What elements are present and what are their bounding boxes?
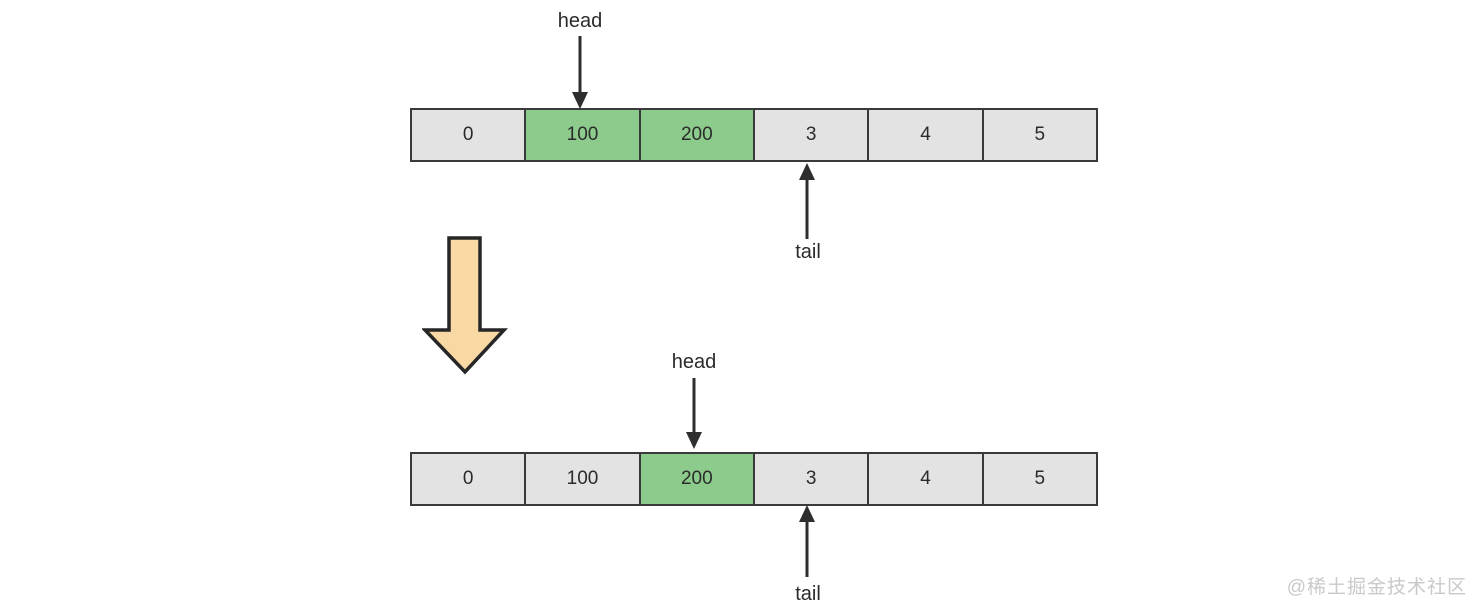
array-cell-highlighted: 200	[640, 110, 755, 160]
array-cell: 4	[869, 454, 984, 504]
tail-arrow-after	[799, 505, 815, 577]
tail-label-before: tail	[795, 241, 821, 263]
array-cell: 5	[983, 454, 1096, 504]
transition-arrow-icon	[422, 236, 508, 375]
head-label-before: head	[557, 10, 603, 32]
array-cell: 100	[526, 454, 641, 504]
array-cell: 3	[754, 454, 870, 504]
array-cell: 5	[983, 110, 1096, 160]
array-cell: 0	[412, 454, 527, 504]
array-cell-highlighted: 200	[640, 454, 755, 504]
tail-arrow-before	[799, 163, 815, 239]
head-label-after: head	[671, 351, 717, 373]
tail-label-after: tail	[795, 583, 821, 605]
array-cell-highlighted: 100	[526, 110, 641, 160]
array-cell: 0	[412, 110, 527, 160]
watermark: @稀土掘金技术社区	[1286, 577, 1467, 598]
head-arrow-after	[686, 378, 702, 449]
array-cell: 3	[754, 110, 870, 160]
array-cell: 4	[869, 110, 984, 160]
head-arrow-before	[572, 36, 588, 109]
